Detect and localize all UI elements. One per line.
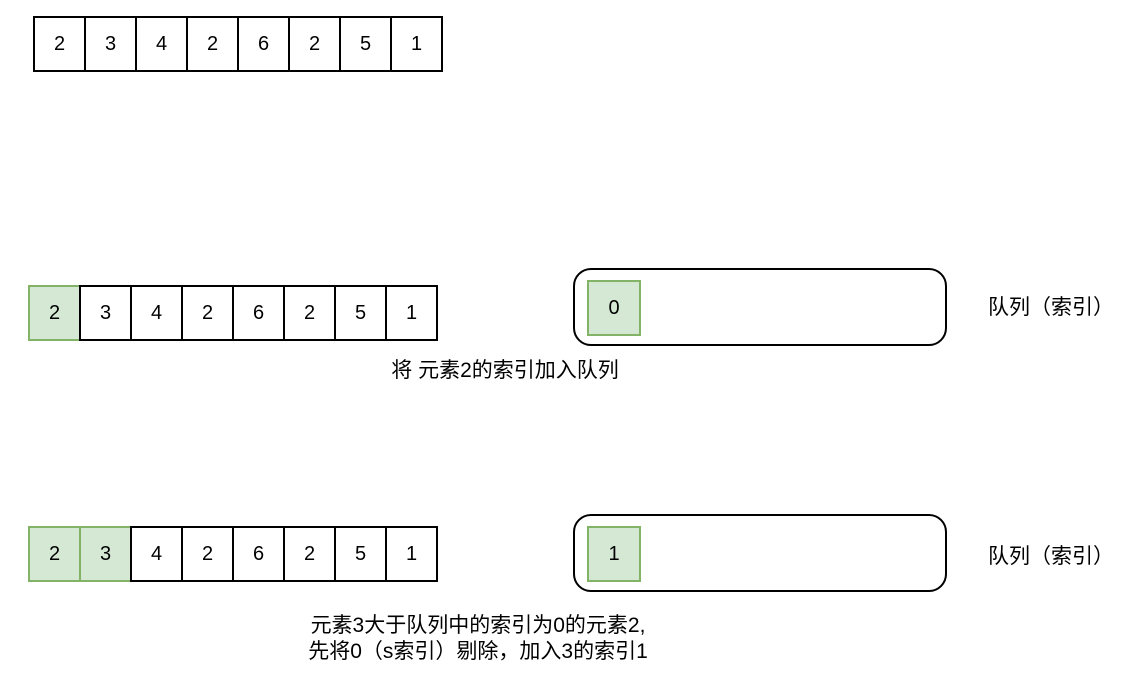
array-cell: 5: [334, 285, 387, 341]
array-cell: 2: [186, 16, 239, 72]
queue-box-step2: 1: [573, 514, 947, 592]
array-cell: 6: [232, 285, 285, 341]
array-cell: 1: [390, 16, 443, 72]
array-cell: 2: [288, 16, 341, 72]
queue-box-step1: 0: [573, 268, 947, 346]
array-cell: 2: [283, 526, 336, 582]
queue-item: 1: [587, 526, 641, 582]
queue-label-step1: 队列（索引）: [988, 296, 1114, 319]
array-cell: 4: [130, 526, 183, 582]
array-cell: 6: [237, 16, 290, 72]
array-cell: 2: [181, 526, 234, 582]
array-cell: 6: [232, 526, 285, 582]
array-cell-highlighted: 2: [28, 285, 81, 341]
array-cell: 2: [283, 285, 336, 341]
array-step2: 2 3 4 2 6 2 5 1: [28, 526, 438, 582]
array-initial: 2 3 4 2 6 2 5 1: [33, 16, 443, 72]
array-cell: 1: [385, 285, 438, 341]
queue-label-step2: 队列（索引）: [988, 545, 1114, 568]
array-cell: 2: [33, 16, 86, 72]
array-step1: 2 3 4 2 6 2 5 1: [28, 285, 438, 341]
step2-caption: 元素3大于队列中的索引为0的元素2, 先将0（s索引）剔除，加入3的索引1: [280, 613, 676, 665]
array-cell: 4: [130, 285, 183, 341]
array-cell: 2: [181, 285, 234, 341]
step2-caption-line2: 先将0（s索引）剔除，加入3的索引1: [308, 640, 648, 663]
queue-item: 0: [587, 280, 641, 336]
array-cell: 5: [339, 16, 392, 72]
array-cell: 3: [84, 16, 137, 72]
array-cell: 1: [385, 526, 438, 582]
array-cell-highlighted: 2: [28, 526, 81, 582]
array-cell: 4: [135, 16, 188, 72]
array-cell-highlighted: 3: [79, 526, 132, 582]
step1-caption: 将 元素2的索引加入队列: [391, 359, 619, 382]
step2-caption-line1: 元素3大于队列中的索引为0的元素2,: [310, 614, 646, 637]
array-cell: 5: [334, 526, 387, 582]
array-cell: 3: [79, 285, 132, 341]
